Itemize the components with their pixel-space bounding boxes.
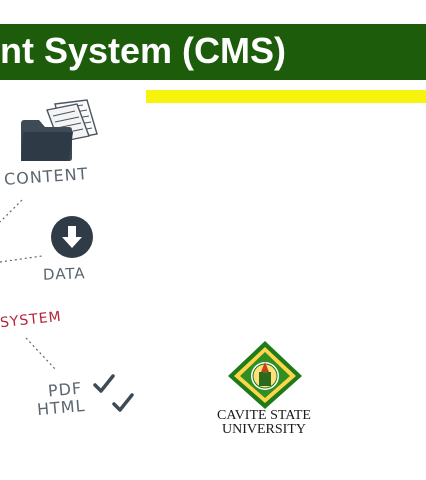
slide-title: nt System (CMS) <box>0 30 287 71</box>
university-name-line2: UNIVERSITY <box>222 422 306 437</box>
university-name-line1: CAVITE STATE <box>217 408 311 423</box>
accent-strip <box>146 90 426 103</box>
download-icon <box>51 216 93 258</box>
checkmark-icon <box>93 374 115 393</box>
folder-icon <box>21 99 98 161</box>
university-logo: CAVITE STATE UNIVERSITY <box>190 340 340 450</box>
university-name: CAVITE STATE UNIVERSITY <box>198 409 330 437</box>
connector-lines <box>0 199 57 371</box>
checkmark-icon <box>112 393 134 412</box>
data-label: DATA <box>42 264 86 284</box>
cms-diagram: CONTENT DATA SYSTEM PDF HTML <box>0 0 200 440</box>
title-bar: nt System (CMS) <box>0 24 426 80</box>
content-label: CONTENT <box>3 164 89 189</box>
html-label: HTML <box>36 395 87 420</box>
university-seal-icon <box>228 341 302 409</box>
